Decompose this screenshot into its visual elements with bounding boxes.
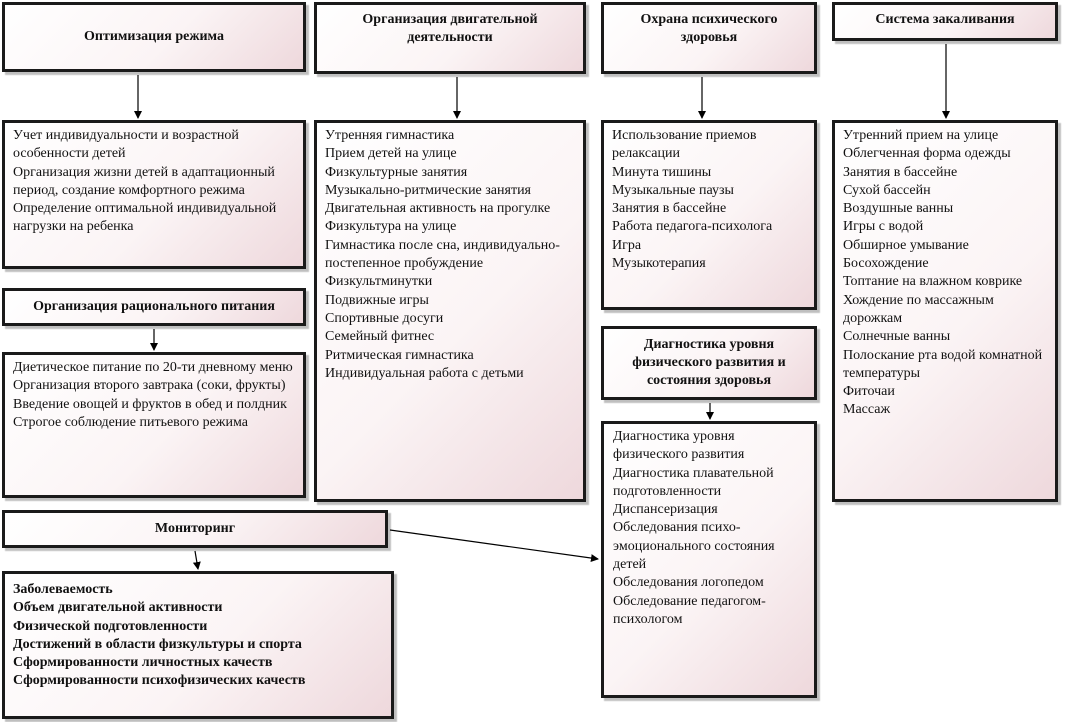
list-item: Топтание на влажном коврике [843,274,1023,290]
list-item: Сформированности личностных качеств [13,655,273,671]
header-ratsionalnoe-pitanie: Организация рационального питания [2,288,306,326]
list-item: Сухой бассейн [843,182,931,198]
list-item: Диагностика плавательной подготовленност… [613,465,774,499]
list-item: Физкультминутки [325,274,433,290]
list-item: Диспансеризация [613,502,718,518]
list-item: Заболеваемость [13,582,113,597]
list-item: Воздушные ванны [843,201,954,217]
list-item: Семейный фитнес [325,329,435,345]
header-psihicheskoe-zdorovie: Охрана психического здоровья [601,2,817,74]
list-item: Двигательная активность на прогулке [325,201,551,217]
list-item: Массаж [843,402,891,418]
list-item: Прием детей на улице [325,146,457,162]
list-item: Учет индивидуальности и возрастной особе… [13,128,239,162]
list-item: Подвижные игры [325,292,429,308]
list-item: Минута тишины [612,164,712,180]
header-optimizatsiya-rezhima: Оптимизация режима [2,2,306,72]
list-diagnostika: Диагностика уровня физического развития … [601,421,817,698]
list-item: Утренняя гимнастика [325,128,455,143]
list-ratsionalnoe-pitanie: Диетическое питание по 20-ти дневному ме… [2,352,306,498]
header-monitoring: Мониторинг [2,510,388,548]
list-item: Использование приемов релаксации [612,128,757,162]
arrow-monitor-to-diag [389,529,599,562]
header-label: Организация двигательной деятельности [362,12,538,46]
list-item: Физкультура на улице [325,219,457,235]
list-item: Обширное умывание [843,237,969,253]
list-item: Сформированности психофизических качеств [13,673,306,689]
list-item: Диетическое питание по 20-ти дневному ме… [13,360,293,375]
list-item: Фиточаи [843,384,895,400]
list-dvigatelnaya-deyatelnost: Утренняя гимнастика Прием детей на улице… [314,120,586,502]
list-item: Спортивные досуги [325,310,444,326]
list-optimizatsiya-rezhima: Учет индивидуальности и возрастной особе… [2,120,306,269]
header-label: Организация рационального питания [33,298,275,314]
header-sistema-zakalivaniya: Система закаливания [832,2,1058,41]
list-item: Полоскание рта водой комнатной температу… [843,347,1043,381]
list-item: Солнечные ванны [843,329,951,345]
list-item: Ритмическая гимнастика [325,347,474,363]
header-label: Оптимизация режима [84,28,224,44]
list-item: Работа педагога-психолога [612,219,773,235]
list-item: Музыкотерапия [612,256,706,272]
list-item: Строгое соблюдение питьевого режима [13,414,248,430]
list-item: Игры с водой [843,219,924,235]
list-item: Организация жизни детей в адаптационный … [13,164,275,198]
arrow-monitor [192,550,201,570]
list-item: Игра [612,237,642,253]
list-sistema-zakalivaniya: Утренний прием на улице Облегченная форм… [832,120,1058,502]
list-item: Занятия в бассейне [843,164,958,180]
list-item: Утренний прием на улице [843,128,999,143]
list-item: Обследования психо-эмоционального состоя… [613,520,775,573]
list-item: Обследования логопедом [613,575,764,591]
header-label: Система закаливания [875,12,1015,27]
list-item: Достижений в области физкультуры и спорт… [13,636,302,652]
list-item: Диагностика уровня физического развития [613,429,745,463]
list-monitoring: Заболеваемость Объем двигательной активн… [2,571,394,719]
list-item: Определение оптимальной индивидуальной н… [13,201,277,235]
header-diagnostika: Диагностика уровня физического развития … [601,326,817,400]
list-item: Физической подготовленности [13,618,208,634]
list-item: Музыкально-ритмические занятия [325,182,532,198]
list-item: Организация второго завтрака (соки, фрук… [13,378,286,394]
list-item: Босохождение [843,256,929,272]
list-item: Гимнастика после сна, индивидуально-пост… [325,237,560,272]
list-item: Объем двигательной активности [13,600,223,616]
list-item: Облегченная форма одежды [843,146,1011,162]
header-label: Диагностика уровня физического развития … [632,336,786,389]
list-item: Занятия в бассейне [612,201,727,217]
list-psihicheskoe-zdorovie: Использование приемов релаксации Минута … [601,120,817,310]
list-item: Индивидуальная работа с детьми [325,365,524,381]
header-dvigatelnaya-deyatelnost: Организация двигательной деятельности [314,2,586,74]
list-item: Хождение по массажным дорожкам [843,292,994,326]
header-label: Охрана психического здоровья [640,12,778,46]
header-label: Мониторинг [154,520,236,536]
list-item: Введение овощей и фруктов в обед и полдн… [13,396,287,412]
list-item: Обследование педагогом-психологом [613,593,766,627]
list-item: Музыкальные паузы [612,182,734,198]
list-item: Физкультурные занятия [325,164,468,180]
